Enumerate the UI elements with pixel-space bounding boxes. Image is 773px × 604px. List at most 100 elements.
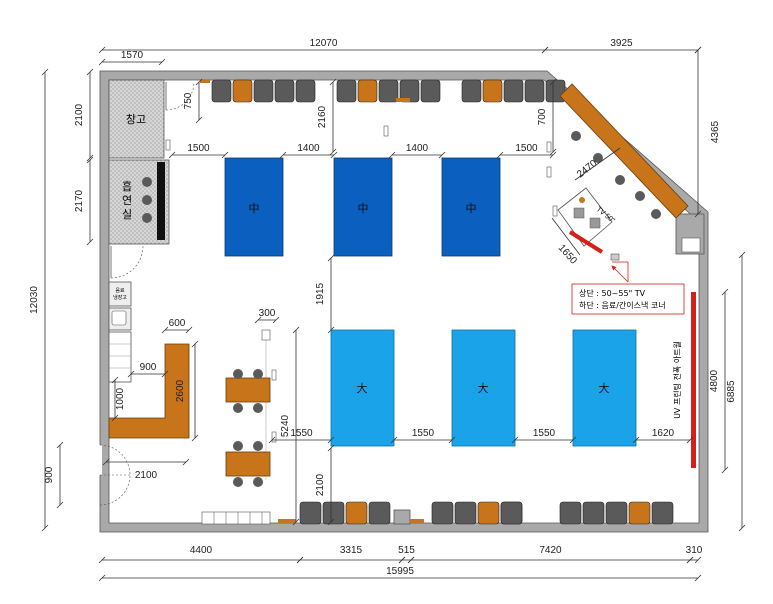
dimension-label: 515: [398, 545, 415, 556]
cabinet: [477, 501, 500, 525]
dimension-label: 600: [169, 318, 186, 329]
chair: [559, 501, 582, 525]
medium-table-1: [224, 157, 284, 257]
smoking-door: [110, 245, 144, 279]
chair: [336, 79, 357, 103]
chair: [368, 501, 391, 525]
fridge: [108, 281, 132, 307]
diagonal-counter-body: [559, 83, 689, 219]
fridge-label-1: 음료: [115, 288, 125, 294]
dimension-label: 15995: [386, 566, 414, 577]
uv-art-wall: UV 프린팅 전폭 아트월: [672, 292, 696, 468]
chair: [295, 79, 316, 103]
chair: [420, 79, 441, 103]
diagonal-chairs: [571, 131, 661, 219]
chair: [431, 501, 454, 525]
chair: [503, 79, 524, 103]
cabinet: [628, 501, 651, 525]
dimension-label: 1400: [406, 143, 429, 154]
dimension-label: 310: [686, 545, 703, 556]
callout-line-1: 상단 : 50~55" TV: [579, 288, 646, 298]
callout: 상단 : 50~55" TV 하단 : 음료/간이스낵 코너: [571, 261, 685, 315]
walls: [99, 70, 709, 533]
chair: [274, 79, 295, 103]
dimension-label: 750: [183, 92, 194, 109]
storage-label: 창고: [126, 113, 146, 126]
callout-line-2: 하단 : 음료/간이스낵 코너: [579, 300, 666, 310]
chair: [500, 501, 523, 525]
left-units: 음료 냉장고: [108, 281, 132, 383]
chair: [651, 501, 674, 525]
dimension-label: 2600: [175, 379, 186, 402]
chair: [322, 501, 345, 525]
dimension-label: 1550: [533, 428, 556, 439]
dimension-label: 2160: [317, 105, 328, 128]
entrance-door: [98, 444, 131, 506]
chair: [299, 501, 322, 525]
storage-floor: [108, 79, 165, 159]
dimension-label: 5240: [280, 414, 291, 437]
bench-post: [261, 329, 271, 341]
bench-table-2: [225, 451, 271, 477]
dimension-label: 3925: [610, 38, 633, 49]
dimension-label: 6885: [726, 380, 737, 403]
dimension-label: 1915: [315, 282, 326, 305]
medium-table-3: [441, 157, 501, 257]
dimension-label: 1500: [515, 143, 538, 154]
bench-chairs: [233, 369, 263, 487]
dimension-label: 900: [44, 466, 55, 483]
dimension-label: 1550: [290, 428, 313, 439]
dimension-label: 7420: [539, 545, 562, 556]
l-counter-body: [108, 343, 190, 439]
shelf-unit: [108, 331, 132, 383]
top-chairs: [200, 79, 566, 103]
medium-tables: 中中中: [224, 157, 501, 257]
dimension-label: 4400: [190, 545, 213, 556]
smoking-label-2: 연: [122, 194, 132, 207]
large-table-1: [330, 329, 395, 447]
dimension-label: 1550: [412, 428, 435, 439]
bottom-storage: [201, 511, 271, 525]
l-counter: [108, 343, 190, 439]
chair: [582, 501, 605, 525]
dimension-label: 300: [259, 308, 276, 319]
column-markers: [165, 125, 620, 443]
fridge-label-2: 냉장고: [113, 294, 127, 301]
cabinet: [357, 79, 378, 103]
smoking-chairs: [142, 177, 152, 223]
dimension-label: 2170: [74, 189, 85, 212]
large-table-label: 大: [478, 381, 489, 395]
large-table-label: 大: [599, 381, 610, 395]
dimension-label: 2100: [74, 103, 85, 126]
chair: [605, 501, 628, 525]
chair: [253, 79, 274, 103]
dimension-label: 4365: [710, 120, 721, 143]
diagonal-counter: [559, 83, 689, 219]
chair: [461, 79, 482, 103]
bench-tables: [225, 329, 271, 487]
wall-bump-bottom: [393, 509, 411, 525]
smoking-wall-black: [157, 162, 165, 240]
dimension-label: 1500: [187, 143, 210, 154]
chair: [378, 79, 399, 103]
medium-table-label: 中: [358, 202, 369, 215]
smoking-room: 흡 연 실: [108, 159, 170, 245]
chair: [211, 79, 232, 103]
dimension-label: 2100: [135, 470, 158, 481]
dimension-label: 12030: [29, 286, 40, 314]
dimension-label: 4800: [709, 369, 720, 392]
smoking-label-1: 흡: [122, 179, 132, 193]
tv-red-bar: [568, 230, 604, 254]
dimension-label: 2100: [315, 473, 326, 496]
dimension-label: 900: [140, 362, 157, 373]
uv-red-wall: [691, 292, 696, 468]
medium-table-2: [333, 157, 393, 257]
cabinet: [482, 79, 503, 103]
dimension-label: 12070: [310, 38, 338, 49]
uv-wall-label: UV 프린팅 전폭 아트월: [672, 341, 682, 419]
bottom-chairs: [278, 501, 674, 525]
cabinet: [345, 501, 368, 525]
dimension-label: 1620: [652, 428, 675, 439]
